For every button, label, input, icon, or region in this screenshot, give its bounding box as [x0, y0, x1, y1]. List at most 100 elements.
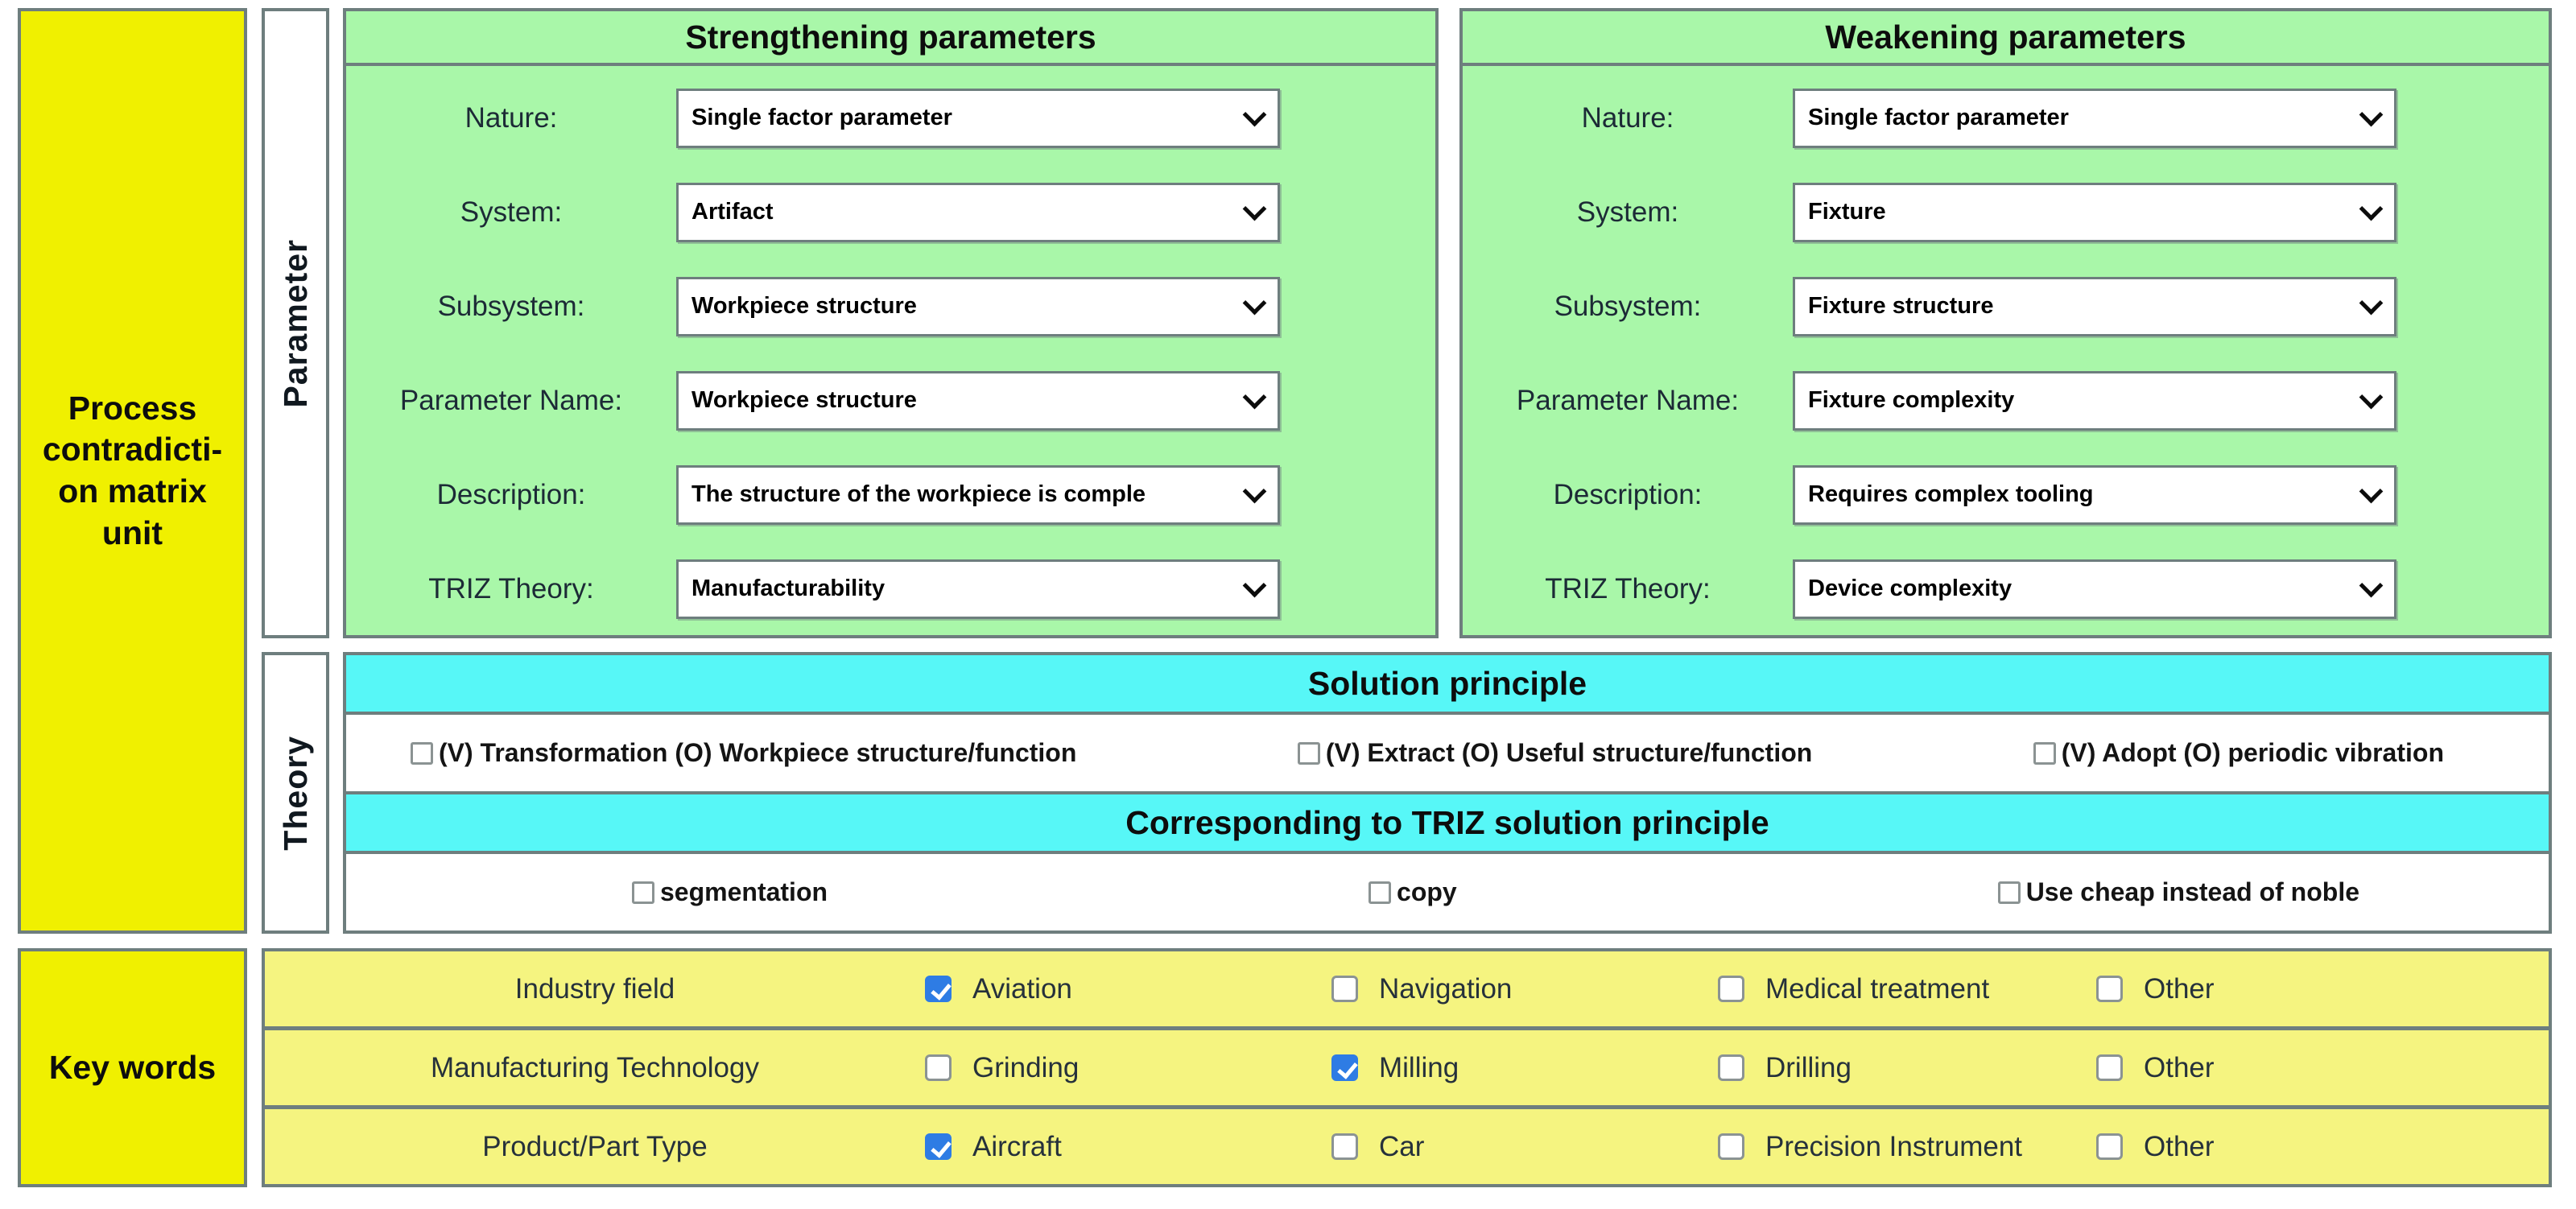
copy-checkbox[interactable] [1368, 881, 1392, 904]
field-row-description: Description: Requires complex tooling [1463, 448, 2549, 542]
theory-section-label: Theory [276, 735, 314, 851]
chevron-down-icon [1242, 291, 1267, 316]
aviation-option[interactable]: Aviation [925, 973, 1331, 1005]
weakening-description-select[interactable]: Requires complex tooling [1793, 464, 2396, 525]
aviation-checkbox[interactable] [925, 976, 952, 1002]
weakening-triz-theory-select[interactable]: Device complexity [1793, 559, 2396, 619]
process-matrix-unit-title-line: unit [101, 514, 163, 551]
chevron-down-icon [2359, 196, 2384, 221]
parameter-section-label-box: Parameter [262, 8, 329, 638]
milling-checkbox[interactable] [1331, 1054, 1358, 1081]
field-row-nature: Nature: Single factor parameter [346, 71, 1435, 165]
extract-useful-checkbox[interactable] [1297, 741, 1320, 765]
strengthening-triz-theory-select[interactable]: Manufacturability [676, 559, 1280, 619]
process-matrix-unit-panel: Process contradicti- on matrix unit [18, 8, 247, 934]
select-value: Manufacturability [691, 576, 886, 601]
grinding-checkbox[interactable] [925, 1054, 952, 1081]
other-industry-checkbox[interactable] [2096, 976, 2123, 1002]
field-row-subsystem: Subsystem: Fixture structure [1463, 259, 2549, 353]
transformation-workpiece-checkbox[interactable] [411, 741, 433, 765]
weakening-fields: Nature: Single factor parameter System: … [1463, 66, 2549, 641]
strengthening-description-select[interactable]: The structure of the workpiece is comple [676, 464, 1280, 525]
drilling-checkbox[interactable] [1718, 1054, 1744, 1081]
chevron-down-icon [1242, 102, 1267, 127]
theory-section-label-box: Theory [262, 652, 329, 934]
use-cheap-option[interactable]: Use cheap instead of noble [1997, 877, 2359, 907]
field-row-nature: Nature: Single factor parameter [1463, 71, 2549, 165]
other-product-option[interactable]: Other [2096, 1131, 2549, 1163]
segmentation-option[interactable]: segmentation [632, 877, 828, 907]
option-label: Medical treatment [1765, 972, 1990, 1005]
triz-solution-options: segmentation copy Use cheap instead of n… [346, 854, 2549, 930]
precision-instrument-checkbox[interactable] [1718, 1133, 1744, 1160]
manufacturing-technology-row: Manufacturing Technology Grinding Millin… [262, 1027, 2552, 1108]
adopt-vibration-option[interactable]: (V) Adopt (O) periodic vibration [2033, 738, 2444, 768]
select-value: The structure of the workpiece is comple [691, 481, 1146, 507]
copy-option[interactable]: copy [1368, 877, 1457, 907]
adopt-vibration-checkbox[interactable] [2033, 741, 2056, 765]
milling-option[interactable]: Milling [1331, 1052, 1718, 1084]
option-label: Car [1379, 1130, 1425, 1162]
other-product-checkbox[interactable] [2096, 1133, 2123, 1160]
chevron-down-icon [1242, 573, 1267, 598]
field-row-triz-theory: TRIZ Theory: Manufacturability [346, 542, 1435, 636]
industry-field-row: Industry field Aviation Navigation Medic… [262, 948, 2552, 1030]
parameter-name-label: Parameter Name: [399, 384, 623, 416]
option-label: Use cheap instead of noble [2025, 877, 2359, 906]
system-label: System: [1576, 196, 1679, 228]
grinding-option[interactable]: Grinding [925, 1052, 1331, 1084]
navigation-option[interactable]: Navigation [1331, 973, 1718, 1005]
theory-panel: Solution principle (V) Transformation (O… [343, 652, 2552, 934]
option-label: Other [2144, 972, 2215, 1005]
drilling-option[interactable]: Drilling [1718, 1052, 2096, 1084]
select-value: Fixture structure [1808, 293, 1994, 319]
navigation-checkbox[interactable] [1331, 976, 1358, 1002]
aircraft-checkbox[interactable] [925, 1133, 952, 1160]
subsystem-label: Subsystem: [437, 290, 585, 322]
precision-instrument-option[interactable]: Precision Instrument [1718, 1131, 2096, 1163]
other-industry-option[interactable]: Other [2096, 973, 2549, 1005]
car-option[interactable]: Car [1331, 1131, 1718, 1163]
subsystem-label: Subsystem: [1554, 290, 1702, 322]
weakening-subsystem-select[interactable]: Fixture structure [1793, 276, 2396, 336]
select-value: Device complexity [1808, 576, 2013, 601]
medical-treatment-option[interactable]: Medical treatment [1718, 973, 2096, 1005]
weakening-nature-select[interactable]: Single factor parameter [1793, 88, 2396, 148]
option-label: copy [1397, 877, 1457, 906]
other-technology-option[interactable]: Other [2096, 1052, 2549, 1084]
aircraft-option[interactable]: Aircraft [925, 1131, 1331, 1163]
transformation-workpiece-option[interactable]: (V) Transformation (O) Workpiece structu… [411, 738, 1076, 768]
option-label: (V) Extract (O) Useful structure/functio… [1325, 738, 1813, 767]
field-row-system: System: Fixture [1463, 165, 2549, 259]
strengthening-subsystem-select[interactable]: Workpiece structure [676, 276, 1280, 336]
chevron-down-icon [2359, 479, 2384, 504]
field-row-parameter-name: Parameter Name: Workpiece structure [346, 353, 1435, 448]
medical-treatment-checkbox[interactable] [1718, 976, 1744, 1002]
product-part-type-row: Product/Part Type Aircraft Car Precision… [262, 1106, 2552, 1187]
weakening-parameter-name-select[interactable]: Fixture complexity [1793, 370, 2396, 431]
weakening-system-select[interactable]: Fixture [1793, 182, 2396, 242]
other-technology-checkbox[interactable] [2096, 1054, 2123, 1081]
strengthening-parameter-name-select[interactable]: Workpiece structure [676, 370, 1280, 431]
option-label: (V) Transformation (O) Workpiece structu… [439, 738, 1077, 767]
extract-useful-option[interactable]: (V) Extract (O) Useful structure/functio… [1297, 738, 1813, 768]
option-label: Other [2144, 1051, 2215, 1083]
product-part-type-label: Product/Part Type [482, 1130, 708, 1162]
chevron-down-icon [1242, 196, 1267, 221]
car-checkbox[interactable] [1331, 1133, 1358, 1160]
field-row-subsystem: Subsystem: Workpiece structure [346, 259, 1435, 353]
use-cheap-checkbox[interactable] [1997, 881, 2021, 904]
strengthening-system-select[interactable]: Artifact [676, 182, 1280, 242]
strengthening-nature-select[interactable]: Single factor parameter [676, 88, 1280, 148]
option-label: Aviation [972, 972, 1072, 1005]
option-label: Aircraft [972, 1130, 1062, 1162]
select-value: Single factor parameter [691, 105, 952, 130]
segmentation-checkbox[interactable] [632, 881, 654, 904]
key-words-label-panel: Key words [18, 948, 247, 1187]
parameter-section-label: Parameter [276, 238, 314, 408]
option-label: Milling [1379, 1051, 1459, 1083]
triz-theory-label: TRIZ Theory: [428, 572, 594, 604]
chevron-down-icon [2359, 291, 2384, 316]
weakening-parameters-panel: Weakening parameters Nature: Single fact… [1459, 8, 2552, 638]
manufacturing-technology-label: Manufacturing Technology [431, 1051, 759, 1083]
